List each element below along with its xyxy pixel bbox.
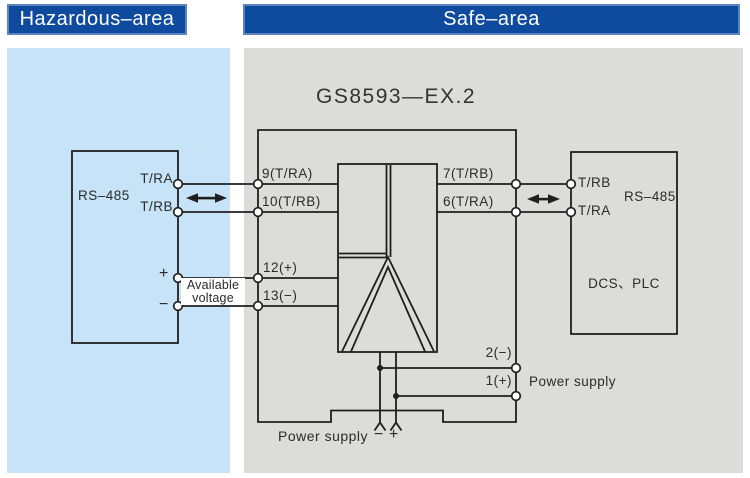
right-device-trb-label: T/RB xyxy=(578,175,611,190)
isolator-outline xyxy=(257,129,517,423)
terminal-label-7: 7(T/RB) xyxy=(443,166,494,181)
junction-dot xyxy=(377,365,383,371)
hazardous-area-panel xyxy=(7,48,230,473)
safe-area-panel xyxy=(244,48,743,473)
terminal-isolator-7 xyxy=(510,178,522,190)
power-pin-chevron xyxy=(389,420,403,432)
terminal-label-2: 2(−) xyxy=(485,345,512,360)
amplifier-triangle-inner xyxy=(350,264,426,352)
terminal-isolator-13 xyxy=(252,300,264,312)
terminal-label-9: 9(T/RA) xyxy=(262,166,313,181)
bidirectional-arrow-icon xyxy=(186,193,227,203)
terminal-isolator-10 xyxy=(252,206,264,218)
safe-area-header: Safe–area xyxy=(243,4,740,35)
right-device-protocol-label: RS–485 xyxy=(624,189,676,204)
right-device-name-label: DCS、PLC xyxy=(588,276,660,291)
isolator-model-title: GS8593—EX.2 xyxy=(316,85,477,108)
left-device-minus-label: − xyxy=(159,296,169,313)
terminal-right-device-tra xyxy=(565,206,577,218)
left-device-trb-label: T/RB xyxy=(140,199,173,214)
terminal-label-12: 12(+) xyxy=(263,260,298,275)
amplifier-triangle-outer xyxy=(341,254,435,352)
terminal-isolator-1 xyxy=(510,390,522,402)
right-device-box xyxy=(570,151,678,335)
available-voltage-line2: voltage xyxy=(192,290,234,305)
power-supply-minus-label: − xyxy=(374,426,384,443)
power-supply-bottom-label: Power supply xyxy=(278,428,369,444)
terminal-label-10: 10(T/RB) xyxy=(262,194,321,209)
left-device-protocol-label: RS–485 xyxy=(78,188,130,203)
available-voltage-line1: Available xyxy=(186,278,240,292)
right-device-tra-label: T/RA xyxy=(578,203,611,218)
terminal-label-6: 6(T/RA) xyxy=(443,194,494,209)
terminal-left-device-minus xyxy=(172,300,184,312)
hazardous-area-header: Hazardous–area xyxy=(7,4,187,35)
left-device-plus-label: + xyxy=(159,265,169,282)
terminal-isolator-6 xyxy=(510,206,522,218)
power-supply-plus-label: + xyxy=(389,426,399,443)
bidirectional-arrow-icon xyxy=(527,194,560,204)
terminal-left-device-tra xyxy=(172,178,184,190)
power-pin-chevron xyxy=(373,420,387,432)
left-device-box xyxy=(71,150,179,344)
power-supply-right-label: Power supply xyxy=(529,374,617,389)
terminal-label-1: 1(+) xyxy=(485,373,512,388)
available-voltage-label: Available voltage xyxy=(181,278,245,305)
terminal-isolator-9 xyxy=(252,178,264,190)
terminal-isolator-12 xyxy=(252,272,264,284)
junction-dot xyxy=(393,393,399,399)
terminal-label-13: 13(−) xyxy=(263,288,298,303)
left-device-tra-label: T/RA xyxy=(140,171,173,186)
terminal-right-device-trb xyxy=(565,178,577,190)
terminal-left-device-trb xyxy=(172,206,184,218)
terminal-isolator-2 xyxy=(510,362,522,374)
